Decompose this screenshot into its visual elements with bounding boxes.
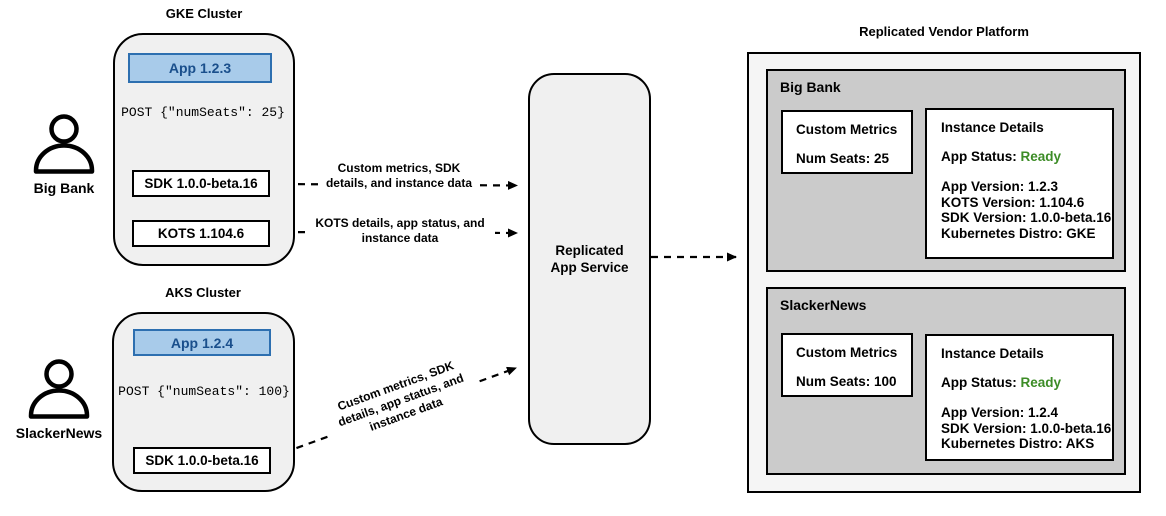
aks-post-request: POST {"numSeats": 100} — [118, 384, 290, 399]
instance-details-card: Instance Details App Status: Ready App V… — [925, 108, 1114, 259]
detail-line: App Version: 1.2.3 — [941, 179, 1059, 194]
custom-metrics-card: Custom Metrics Num Seats: 100 — [781, 333, 913, 397]
gke-sdk-box: SDK 1.0.0-beta.16 — [132, 170, 270, 197]
app-status-line: App Status: Ready — [941, 375, 1112, 390]
detail-line: Kubernetes Distro: AKS — [941, 436, 1095, 451]
person-icon — [33, 114, 95, 174]
customer-card-big-bank: Big Bank Custom Metrics Num Seats: 25 In… — [766, 69, 1126, 272]
gke-kots-box: KOTS 1.104.6 — [132, 220, 270, 247]
instance-details-title: Instance Details — [941, 346, 1044, 361]
app-status-label: App Status: — [941, 375, 1021, 390]
num-seats-value: Num Seats: 100 — [796, 374, 897, 389]
gke-kots-arrow-label: KOTS details, app status, and instance d… — [305, 216, 495, 246]
replicated-app-service-box: Replicated App Service — [528, 73, 651, 445]
replicated-app-service-label: Replicated App Service — [550, 243, 629, 275]
aks-app-box: App 1.2.4 — [133, 329, 271, 356]
custom-metrics-card: Custom Metrics Num Seats: 25 — [781, 110, 913, 174]
gke-sdk-arrow-label: Custom metrics, SDK details, and instanc… — [320, 161, 478, 191]
instance-details-title: Instance Details — [941, 120, 1044, 135]
gke-app-box: App 1.2.3 — [128, 53, 272, 83]
aks-cluster-title: AKS Cluster — [165, 285, 241, 300]
custom-metrics-title: Custom Metrics — [796, 345, 898, 360]
customer-card-slackernews: SlackerNews Custom Metrics Num Seats: 10… — [766, 287, 1126, 475]
platform-title: Replicated Vendor Platform — [859, 24, 1029, 39]
custom-metrics-title: Custom Metrics — [796, 122, 898, 137]
gke-post-request: POST {"numSeats": 25} — [121, 105, 285, 120]
actor-label: Big Bank — [33, 180, 95, 196]
aks-sdk-box: SDK 1.0.0-beta.16 — [133, 447, 271, 474]
actor-label: SlackerNews — [15, 425, 103, 441]
detail-line: KOTS Version: 1.104.6 — [941, 194, 1085, 210]
customer-name: Big Bank — [780, 79, 841, 95]
gke-cluster-title: GKE Cluster — [165, 6, 243, 21]
num-seats-value: Num Seats: 25 — [796, 151, 890, 166]
app-status-value: Ready — [1020, 375, 1062, 390]
instance-details-card: Instance Details App Status: Ready App V… — [925, 334, 1114, 461]
person-icon — [28, 359, 90, 419]
customer-name: SlackerNews — [780, 297, 867, 313]
app-status-value: Ready — [1020, 149, 1062, 164]
app-status-label: App Status: — [941, 149, 1021, 164]
app-status-line: App Status: Ready — [941, 149, 1112, 164]
detail-line: Kubernetes Distro: GKE — [941, 225, 1096, 241]
aks-sdk-arrow-label: Custom metrics, SDK details, app status,… — [321, 353, 481, 448]
detail-line: SDK Version: 1.0.0-beta.16 — [941, 420, 1112, 436]
detail-line: App Version: 1.2.4 — [941, 405, 1059, 420]
actor-big-bank: Big Bank — [22, 112, 106, 196]
actor-slackernews: SlackerNews — [14, 357, 104, 441]
detail-line: SDK Version: 1.0.0-beta.16 — [941, 210, 1112, 225]
